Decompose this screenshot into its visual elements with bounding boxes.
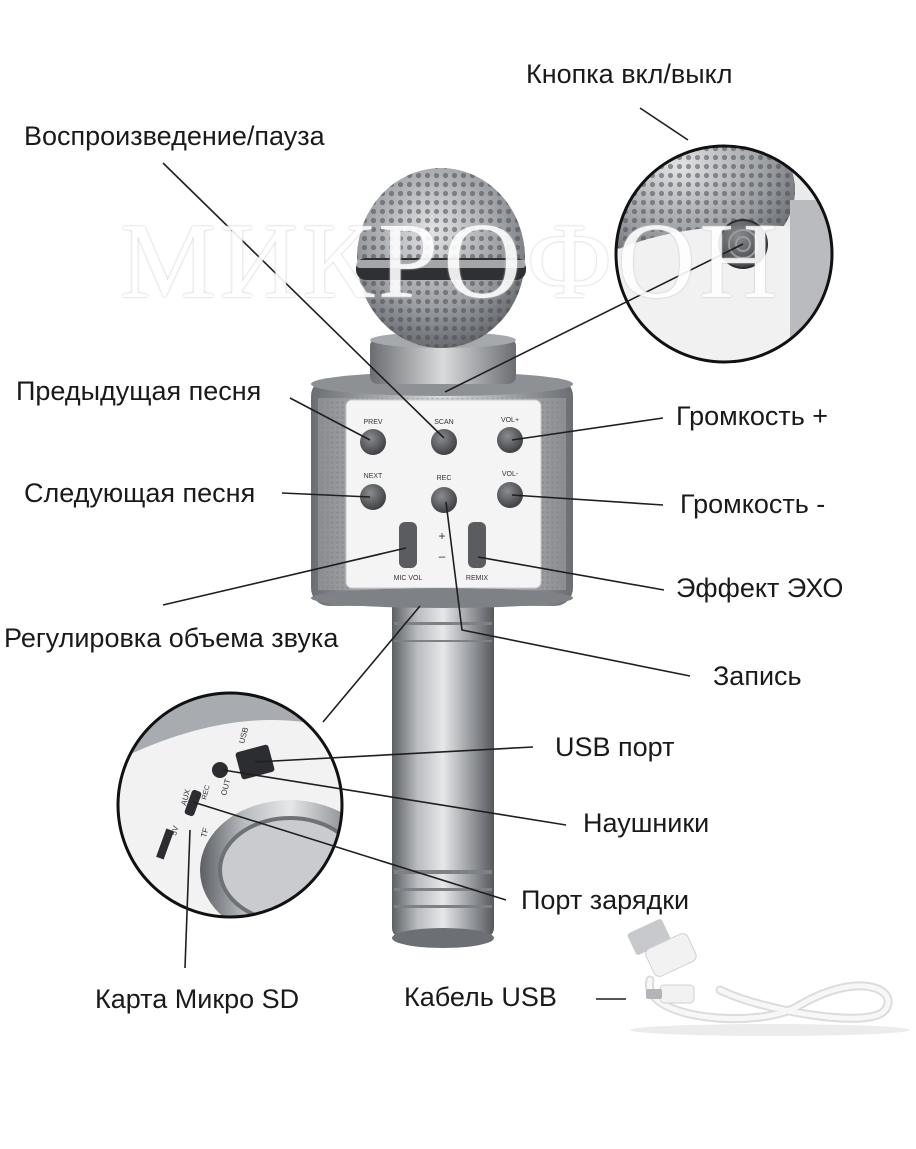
label-usb-cable: Кабель USB (404, 982, 557, 1012)
mic-vol-slider[interactable] (399, 522, 417, 568)
label-vol-down: Громкость - (680, 489, 826, 519)
power-leader (639, 107, 689, 141)
next-text: NEXT (364, 473, 383, 480)
vol-down-button[interactable] (497, 482, 523, 508)
minus-text: – (439, 549, 446, 563)
rec-small-text: REC (201, 784, 212, 800)
aux-text: AUX (179, 788, 192, 807)
next-leader (281, 492, 371, 498)
label-play-pause: Воспроизведение/пауза (24, 121, 325, 151)
five-v-text: 5V (169, 824, 180, 836)
vol-down-leader (511, 494, 664, 506)
mic-vol-text: MIC VOL (394, 575, 423, 582)
label-prev-song: Предыдущая песня (16, 376, 262, 406)
label-vol-up: Громкость + (676, 401, 829, 431)
usb-text: USB (237, 726, 250, 744)
prev-button[interactable] (360, 429, 386, 455)
button-panel: PREV SCAN VOL+ NEXT REC VOL- + – MIC VOL… (360, 417, 523, 582)
vol-up-leader (511, 417, 664, 441)
watermark-text: МИКРОФОН (120, 202, 782, 321)
tf-text: TF (199, 827, 210, 839)
record-leader (445, 501, 691, 677)
label-mic-volume: Регулировка объема звука (4, 623, 339, 653)
label-usb-port: USB порт (555, 732, 675, 762)
label-record: Запись (713, 661, 802, 691)
vol-up-button[interactable] (497, 427, 523, 453)
usb-port-leader (254, 746, 534, 763)
label-next-song: Следующая песня (24, 478, 256, 508)
remix-text: REMIX (466, 575, 489, 582)
label-power: Кнопка вкл/выкл (526, 59, 733, 89)
usb-cable (627, 919, 910, 1036)
vol-minus-text: VOL- (502, 471, 519, 478)
charge-port[interactable] (184, 789, 202, 817)
scan-text: SCAN (434, 419, 453, 426)
micro-sd-leader (184, 829, 191, 969)
microphone-head (356, 168, 526, 348)
leader-lines (162, 107, 744, 1000)
label-charge-port: Порт зарядки (521, 885, 690, 915)
plus-text: + (438, 529, 445, 543)
label-micro-sd: Карта Микро SD (95, 984, 300, 1014)
scan-button[interactable] (431, 429, 457, 455)
power-inset-leader (444, 243, 744, 393)
ports-inset-leader (322, 605, 421, 723)
mic-vol-leader (162, 547, 407, 606)
rec-button[interactable] (431, 487, 457, 513)
prev-leader (289, 397, 371, 441)
microphone-handle (392, 598, 494, 948)
next-button[interactable] (360, 484, 386, 510)
headphone-jack[interactable] (212, 762, 228, 778)
label-echo: Эффект ЭХО (676, 573, 844, 603)
play-pause-leader (162, 162, 445, 439)
remix-slider[interactable] (468, 522, 486, 568)
label-headphones: Наушники (583, 808, 710, 838)
vol-plus-text: VOL+ (501, 417, 519, 424)
out-text: OUT (219, 778, 232, 797)
rec-text: REC (437, 475, 452, 482)
charge-port-leader (192, 801, 507, 901)
headphones-leader (222, 769, 567, 826)
echo-leader (477, 556, 665, 591)
prev-text: PREV (363, 419, 382, 426)
ports-zoom-inset: USB OUT AUX REC 5V TF (116, 691, 344, 919)
